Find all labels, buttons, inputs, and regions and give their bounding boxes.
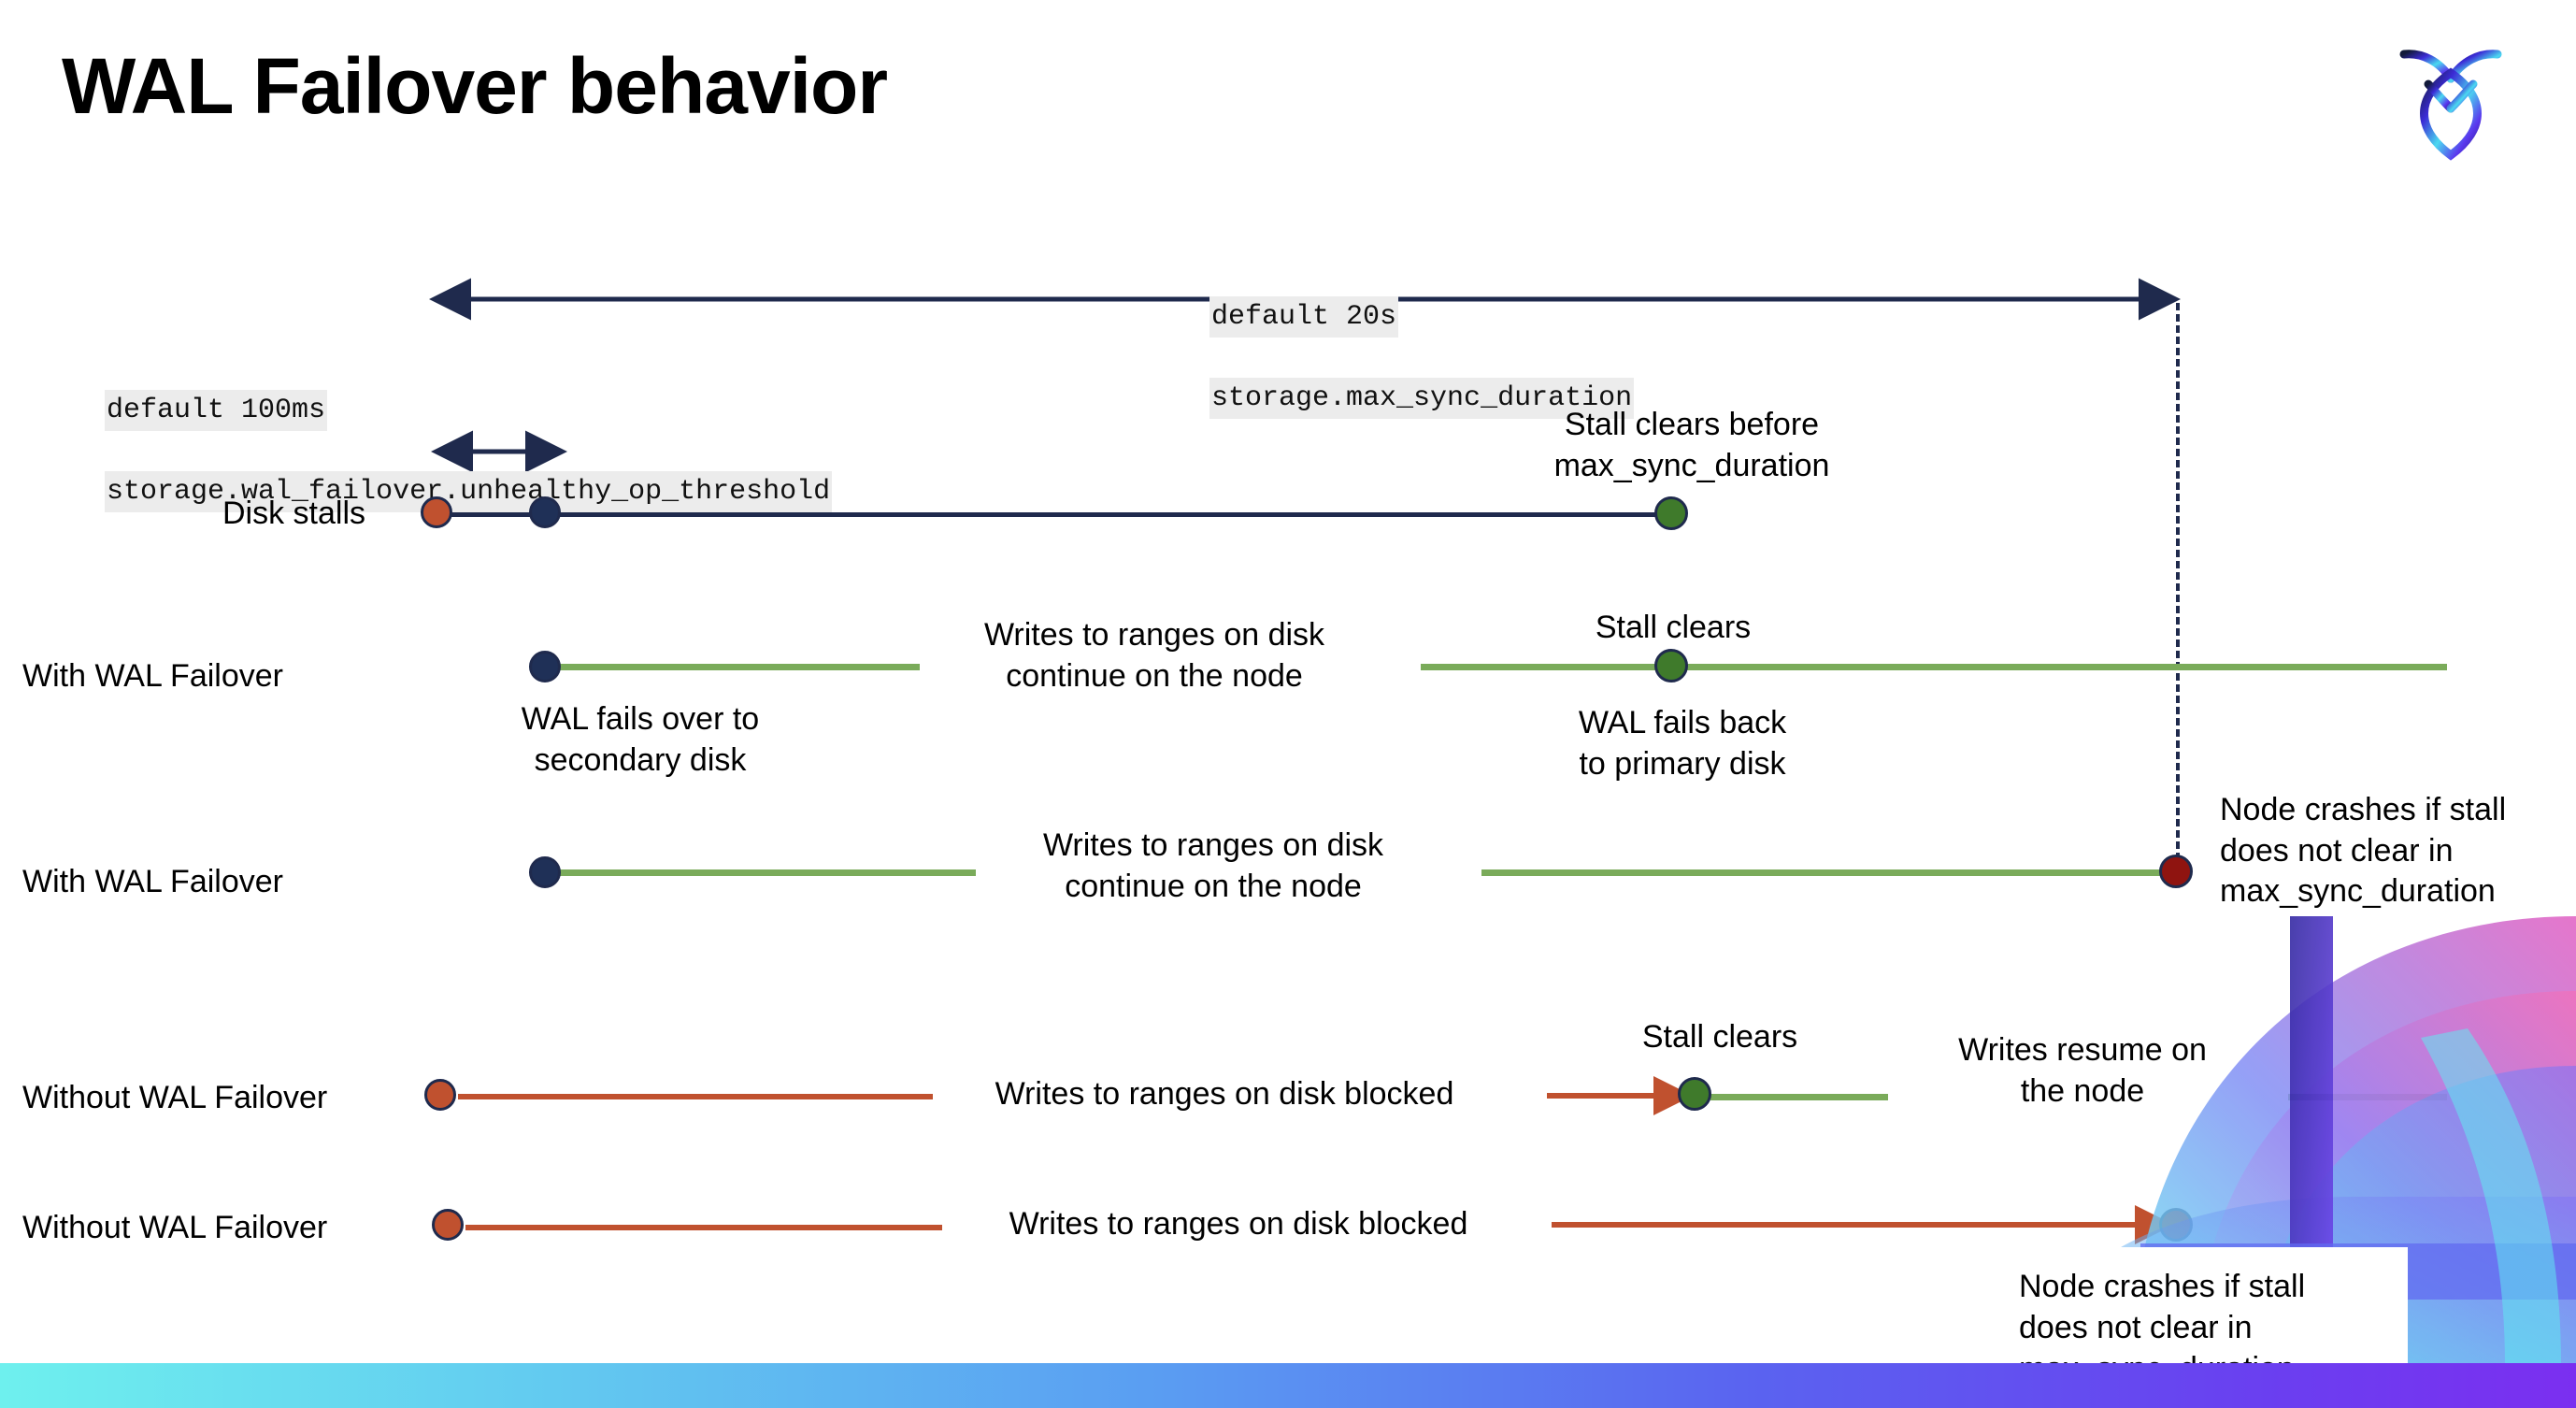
with-wal-failover-1-line-right	[1421, 664, 2447, 670]
note-wal-fails-over-row2: WAL fails over to secondary disk	[521, 701, 760, 778]
wal-failover-start-dot-row2	[529, 651, 561, 682]
unhealthy-default-text: default 100ms	[105, 389, 328, 432]
note-stall-clears-row2: Stall clears	[1595, 610, 1752, 645]
disk-stall-start-dot-row5	[432, 1209, 464, 1241]
with-wal-failover-2-line-left	[546, 869, 976, 876]
disk-stall-start-dot	[421, 496, 452, 528]
row-label-with-wal-failover-1: With WAL Failover	[22, 658, 283, 694]
without-wal-failover-1-line-left	[458, 1094, 933, 1099]
note-stall-clears-before-max-sync: Stall clears before max_sync_duration	[1553, 407, 1830, 483]
disk-stall-clears-dot	[1654, 496, 1688, 530]
note-writes-blocked-row4: Writes to ranges on disk blocked	[995, 1076, 1454, 1112]
without-wal-failover-2-line-left	[465, 1225, 942, 1230]
disk-stall-failover-dot	[529, 496, 561, 528]
node-crash-dot-row3	[2159, 855, 2193, 888]
wal-failover-start-dot-row3	[529, 856, 561, 888]
max-sync-duration-annotation: default 20s storage.max_sync_duration	[1142, 256, 1635, 459]
bottom-gradient-bar	[0, 1363, 2576, 1408]
note-stall-clears-row4: Stall clears	[1641, 1019, 1798, 1055]
note-node-crashes-row3: Node crashes if stall does not clear in …	[2220, 792, 2507, 910]
with-wal-failover-1-line-left	[546, 664, 920, 670]
row-label-without-wal-failover-2: Without WAL Failover	[22, 1210, 328, 1245]
page-title: WAL Failover behavior	[62, 42, 888, 130]
row-label-with-wal-failover-2: With WAL Failover	[22, 864, 283, 899]
row-label-without-wal-failover-1: Without WAL Failover	[22, 1080, 328, 1115]
unhealthy-setting-text: storage.wal_failover.unhealthy_op_thresh…	[105, 470, 833, 513]
note-writes-resume-row4: Writes resume on the node	[1958, 1032, 2207, 1109]
without-wal-failover-1-line-green	[1710, 1094, 1888, 1100]
cockroachdb-logo-icon	[2395, 32, 2507, 163]
disk-stall-start-dot-row4	[424, 1079, 456, 1111]
note-writes-continue-row2: Writes to ranges on disk continue on the…	[983, 617, 1325, 694]
note-wal-fails-back-row2: WAL fails back to primary disk	[1578, 705, 1787, 782]
max-sync-default-text: default 20s	[1209, 295, 1399, 338]
note-writes-continue-row3: Writes to ranges on disk continue on the…	[1042, 827, 1384, 904]
stall-clears-dot-row4	[1678, 1077, 1711, 1111]
disk-stalls-timeline	[436, 512, 1669, 517]
with-wal-failover-2-line-right	[1481, 869, 2178, 876]
max-sync-deadline-dashed-line	[2176, 303, 2180, 883]
unhealthy-threshold-annotation: default 100ms storage.wal_failover.unhea…	[37, 350, 833, 553]
max-sync-setting-text: storage.max_sync_duration	[1209, 377, 1635, 420]
row-label-disk-stalls: Disk stalls	[222, 496, 366, 531]
wal-failback-dot-row2	[1654, 649, 1688, 682]
note-writes-blocked-row5: Writes to ranges on disk blocked	[1009, 1206, 1468, 1242]
